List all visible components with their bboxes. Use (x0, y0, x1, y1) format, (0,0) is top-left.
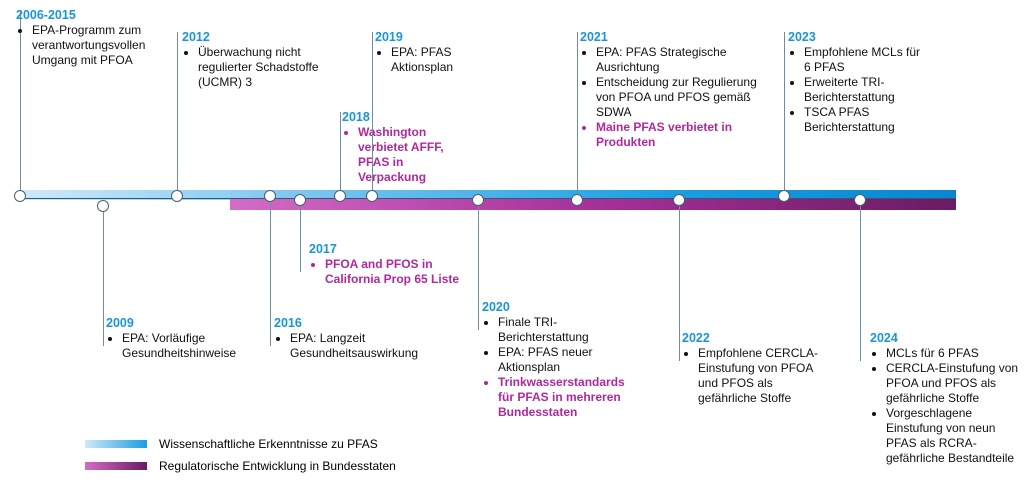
connector-line (340, 112, 341, 196)
event-item: EPA: Langzeit Gesundheitsauswirkung (290, 331, 444, 361)
connector-line (478, 200, 479, 330)
event-year: 2024 (870, 331, 898, 345)
event-item: Empfohlene MCLs für 6 PFAS (804, 45, 928, 75)
event-item: Empfohlene CERCLA-Einstufung von PFOA un… (698, 346, 832, 406)
connector-line (372, 32, 373, 196)
timeline-marker (366, 190, 378, 202)
timeline-marker (264, 190, 276, 202)
connector-line (20, 10, 21, 196)
event-2016: 2016EPA: Langzeit Gesundheitsauswirkung (274, 316, 444, 361)
event-year: 2021 (580, 30, 608, 44)
event-year: 2023 (788, 30, 816, 44)
legend-swatch-blue (85, 440, 147, 448)
event-item: MCLs für 6 PFAS (886, 346, 1020, 361)
connector-line (300, 200, 301, 272)
timeline-marker (171, 190, 183, 202)
event-2006-2015: 2006-2015EPA-Programm zum verantwortungs… (16, 8, 166, 68)
event-item: Trinkwasserstandards für PFAS in mehrere… (498, 375, 625, 420)
timeline-axis (20, 198, 956, 199)
event-item: EPA: PFAS Aktionsplan (391, 45, 495, 75)
legend-regulatory: Regulatorische Entwicklung in Bundesstat… (85, 459, 396, 473)
event-2020: 2020Finale TRI-BerichterstattungEPA: PFA… (482, 300, 625, 420)
event-year: 2022 (682, 331, 710, 345)
event-item: CERCLA-Einstufung von PFOA und PFOS als … (886, 361, 1020, 406)
event-item: Überwachung nicht regulierter Schadstoff… (198, 45, 352, 90)
event-item: PFOA and PFOS in California Prop 65 List… (325, 257, 479, 287)
legend-science: Wissenschaftliche Erkenntnisse zu PFAS (85, 437, 378, 451)
timeline-marker (294, 194, 306, 206)
event-item: TSCA PFAS Berichterstattung (804, 105, 928, 135)
timeline-marker (571, 194, 583, 206)
event-2019: 2019EPA: PFAS Aktionsplan (375, 30, 495, 75)
event-item: Vorgeschlagene Einstufung von neun PFAS … (886, 406, 1020, 466)
connector-line (784, 32, 785, 196)
connector-line (679, 200, 680, 361)
event-item: EPA: PFAS Strategische Ausrichtung (596, 45, 760, 75)
event-2018: 2018Washington verbietet AFFF, PFAS in V… (342, 110, 462, 185)
event-2009: 2009EPA: Vorläufige Gesundheitshinweise (106, 316, 256, 361)
event-2012: 2012Überwachung nicht regulierter Schads… (182, 30, 352, 90)
connector-line (270, 196, 271, 346)
event-year: 2019 (375, 30, 403, 44)
timeline-marker (854, 194, 866, 206)
science-timeline-bar (20, 190, 956, 200)
event-item: Finale TRI-Berichterstattung (498, 315, 622, 345)
timeline-marker (97, 200, 109, 212)
event-item: Washington verbietet AFFF, PFAS in Verpa… (358, 125, 462, 185)
event-item: Entscheidung zur Regulierung von PFOA un… (596, 75, 760, 120)
event-year: 2020 (482, 300, 510, 314)
event-year: 2016 (274, 316, 302, 330)
timeline-marker (778, 190, 790, 202)
legend-label: Wissenschaftliche Erkenntnisse zu PFAS (159, 437, 378, 451)
event-item: Maine PFAS verbietet in Produkten (596, 120, 760, 150)
connector-line (177, 32, 178, 196)
event-year: 2017 (309, 242, 337, 256)
timeline-marker (673, 194, 685, 206)
event-item: EPA-Programm zum verantwortungsvollen Um… (32, 23, 166, 68)
event-2017: 2017PFOA and PFOS in California Prop 65 … (309, 242, 479, 287)
event-year: 2006-2015 (16, 8, 76, 22)
connector-line (103, 206, 104, 346)
event-2024: 2024MCLs für 6 PFASCERCLA-Einstufung von… (870, 331, 1020, 466)
event-2023: 2023Empfohlene MCLs für 6 PFASErweiterte… (788, 30, 928, 135)
event-item: Erweiterte TRI-Berichterstattung (804, 75, 928, 105)
event-2021: 2021EPA: PFAS Strategische AusrichtungEn… (580, 30, 760, 150)
legend-swatch-purple (85, 462, 147, 470)
timeline-marker (472, 194, 484, 206)
event-year: 2009 (106, 316, 134, 330)
connector-line (577, 32, 578, 200)
connector-line (860, 200, 861, 361)
event-item: EPA: PFAS neuer Aktionsplan (498, 345, 622, 375)
event-2022: 2022Empfohlene CERCLA-Einstufung von PFO… (682, 331, 832, 406)
event-year: 2012 (182, 30, 210, 44)
event-year: 2018 (342, 110, 370, 124)
timeline-marker (334, 190, 346, 202)
regulatory-timeline-bar (230, 199, 956, 210)
timeline-marker (14, 190, 26, 202)
event-item: EPA: Vorläufige Gesundheitshinweise (122, 331, 256, 361)
legend-label: Regulatorische Entwicklung in Bundesstat… (159, 459, 396, 473)
